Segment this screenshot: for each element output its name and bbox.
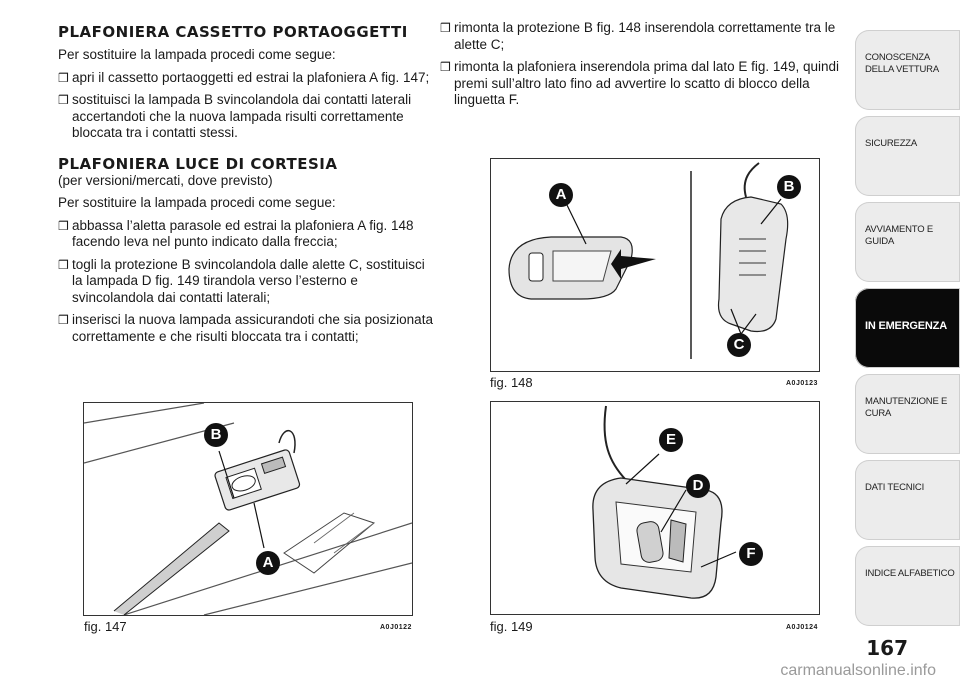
checkbox-bullet-icon: ❒ — [440, 21, 451, 35]
section1-intro: Per sostituire la lampada procedi come s… — [58, 47, 336, 62]
tab-conoscenza-della-vettura[interactable]: CONOSCENZA DELLA VETTURA — [855, 30, 960, 110]
callout-b: B — [204, 423, 228, 447]
watermark: carmanualsonline.info — [780, 662, 936, 679]
figure-148-code: A0J0123 — [786, 380, 818, 387]
callout-c: C — [727, 333, 751, 357]
tab-dati-tecnici[interactable]: DATI TECNICI — [855, 460, 960, 540]
callout-a: A — [256, 551, 280, 575]
list-item: ❒togli la protezione B svincolandola dal… — [58, 256, 425, 305]
figure-149-caption: fig. 149 — [490, 619, 533, 634]
tab-sicurezza[interactable]: SICUREZZA — [855, 116, 960, 196]
figure-148: A B C — [490, 158, 820, 372]
section1-steps: ❒apri il cassetto portaoggetti ed estrai… — [58, 70, 438, 142]
right-steps: ❒rimonta la protezione B fig. 148 insere… — [440, 20, 840, 109]
list-item: ❒rimonta la protezione B fig. 148 insere… — [440, 20, 836, 52]
checkbox-bullet-icon: ❒ — [440, 60, 451, 74]
section2-intro: Per sostituire la lampada procedi come s… — [58, 195, 336, 210]
section2-subtitle: (per versioni/mercati, dove previsto) — [58, 172, 273, 188]
figure-147-caption: fig. 147 — [84, 619, 127, 634]
tab-avviamento-e-guida[interactable]: AVVIAMENTO E GUIDA — [855, 202, 960, 282]
figure-149: E D F — [490, 401, 820, 615]
checkbox-bullet-icon: ❒ — [58, 313, 69, 327]
right-column: ❒rimonta la protezione B fig. 148 insere… — [440, 20, 840, 115]
courtesy-lamp-illustration — [508, 162, 789, 359]
tab-indice-alfabetico[interactable]: INDICE ALFABETICO — [855, 546, 960, 626]
callout-d: D — [686, 474, 710, 498]
section2-steps: ❒abbassa l’aletta parasole ed estrai la … — [58, 218, 438, 346]
figure-147: B A — [83, 402, 413, 616]
left-column: PLAFONIERA CASSETTO PORTAOGGETTI Per sos… — [58, 0, 438, 351]
glovebox-lamp-illustration — [84, 403, 412, 615]
list-item: ❒sostituisci la lampada B svincolandola … — [58, 92, 412, 140]
list-item: ❒apri il cassetto portaoggetti ed estrai… — [58, 69, 430, 85]
list-item: ❒rimonta la plafoniera inserendola prima… — [440, 59, 839, 107]
callout-a: A — [549, 183, 573, 207]
callout-b: B — [777, 175, 801, 199]
checkbox-bullet-icon: ❒ — [58, 70, 69, 85]
callout-f: F — [739, 542, 763, 566]
checkbox-bullet-icon: ❒ — [58, 218, 69, 233]
tab-manutenzione-e-cura[interactable]: MANUTENZIONE E CURA — [855, 374, 960, 454]
section-title-glovebox-lamp: PLAFONIERA CASSETTO PORTAOGGETTI — [58, 23, 408, 41]
checkbox-bullet-icon: ❒ — [58, 93, 69, 107]
tab-in-emergenza[interactable]: IN EMERGENZA — [855, 288, 960, 368]
callout-e: E — [659, 428, 683, 452]
checkbox-bullet-icon: ❒ — [58, 257, 69, 272]
lamp-replacement-illustration — [592, 405, 737, 599]
list-item: ❒abbassa l’aletta parasole ed estrai la … — [58, 217, 414, 250]
figure-148-caption: fig. 148 — [490, 375, 533, 390]
section-title-courtesy-lamp: PLAFONIERA LUCE DI CORTESIA — [58, 154, 338, 173]
figure-149-code: A0J0124 — [786, 624, 818, 631]
figure-147-code: A0J0122 — [380, 624, 412, 631]
list-item: ❒inserisci la nuova lampada assicurandot… — [58, 312, 433, 344]
page-number: 167 — [866, 636, 908, 660]
